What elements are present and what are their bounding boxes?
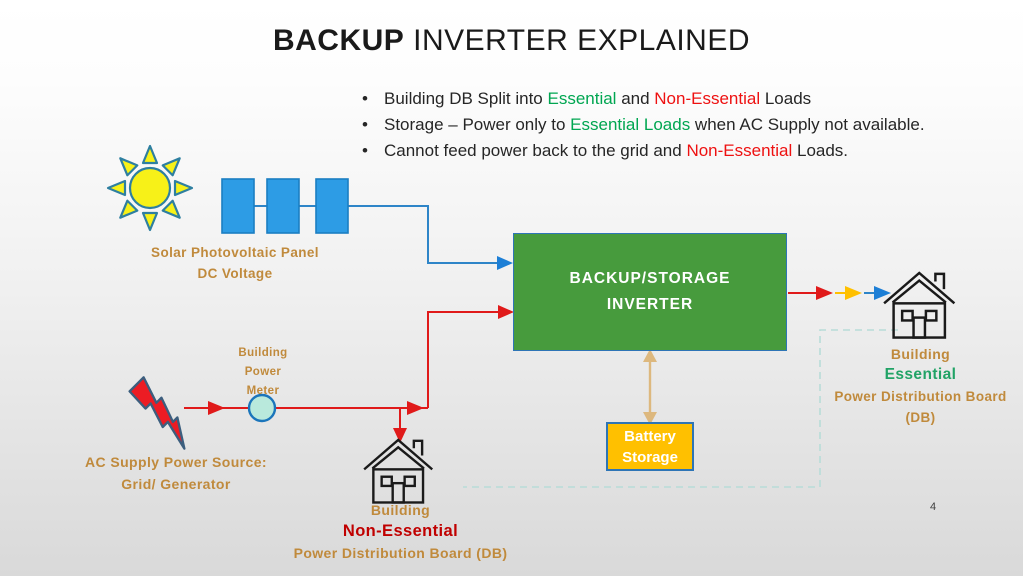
bullet-segment: Storage – Power only to [384, 115, 571, 134]
bullet-segment: when AC Supply not available. [690, 115, 925, 134]
sun-icon [106, 144, 194, 232]
battery-connector [643, 349, 657, 425]
meter-label-line2: Power [244, 366, 282, 378]
solar-label-line1: Solar Photovoltaic Panel [151, 245, 319, 260]
inverter-label-line2: INVERTER [606, 296, 694, 313]
lightning-bolt-icon [128, 376, 186, 450]
ac-arrowhead-icons [208, 305, 514, 443]
essential-db-text: Power Distribution Board [834, 389, 1007, 404]
battery-label-line1: Battery [624, 427, 676, 445]
bullet-item: Storage – Power only to Essential Loads … [356, 112, 1016, 138]
bullet-list: Building DB Split into Essential and Non… [356, 86, 1016, 164]
title-bold-text: BACKUP [272, 24, 405, 57]
nonessential-title-text: Non-Essential [342, 522, 459, 540]
bullet-item: Cannot feed power back to the grid and N… [356, 138, 1016, 164]
essential-db-label: Building Essential Power Distribution Bo… [828, 345, 1013, 428]
page-title: BACKUP INVERTER EXPLAINED [0, 24, 1023, 58]
page-number: 4 [930, 501, 937, 513]
bullet-segment: Non-Essential [654, 89, 761, 108]
bullet-segment: Loads [760, 89, 812, 108]
bullet-segment: Essential [547, 89, 617, 108]
inverter-output-connector [788, 286, 891, 300]
ac-label-line1: AC Supply Power Source: [85, 454, 267, 470]
building-power-meter-label: Building Power Meter [224, 344, 302, 401]
bullet-segment: Building DB Split into [384, 89, 548, 108]
essential-db-suffix-text: (DB) [905, 410, 936, 425]
bullet-segment: Non-Essential [686, 141, 793, 160]
pv-arrowhead-icon [497, 256, 513, 270]
nonessential-building-text: Building [370, 502, 431, 518]
inverter-label-line1: BACKUP/STORAGE [569, 270, 731, 287]
bullet-segment: and [616, 89, 655, 108]
ac-label-line2: Grid/ Generator [121, 476, 231, 492]
house-nonessential-icon [363, 438, 434, 504]
ac-supply-label: AC Supply Power Source: Grid/ Generator [70, 451, 282, 495]
battery-storage-box: Battery Storage [606, 422, 694, 471]
meter-label-line3: Meter [246, 385, 280, 397]
title-rest-text: INVERTER EXPLAINED [404, 24, 751, 57]
essential-building-text: Building [890, 346, 951, 362]
nonessential-db-label: Building Non-Essential Power Distributio… [283, 501, 518, 563]
solar-panel-label: Solar Photovoltaic Panel DC Voltage [129, 242, 341, 284]
essential-title-text: Essential [884, 366, 957, 383]
bullet-segment: Loads. [792, 141, 849, 160]
inverter-box: BACKUP/STORAGE INVERTER [513, 233, 787, 351]
power-meter-icon [247, 393, 277, 423]
essential-feed-dashed-line [463, 329, 898, 488]
house-essential-icon [883, 271, 956, 339]
meter-label-line1: Building [238, 347, 288, 359]
bullet-item: Building DB Split into Essential and Non… [356, 86, 1016, 112]
solar-panel-icon [221, 178, 349, 234]
bullet-segment: Essential Loads [570, 115, 691, 134]
solar-label-line2: DC Voltage [197, 266, 273, 281]
battery-label-line2: Storage [622, 448, 678, 466]
pv-dc-connector [253, 205, 499, 264]
nonessential-db-text: Power Distribution Board (DB) [293, 545, 508, 561]
bullet-segment: Cannot feed power back to the grid and [384, 141, 687, 160]
